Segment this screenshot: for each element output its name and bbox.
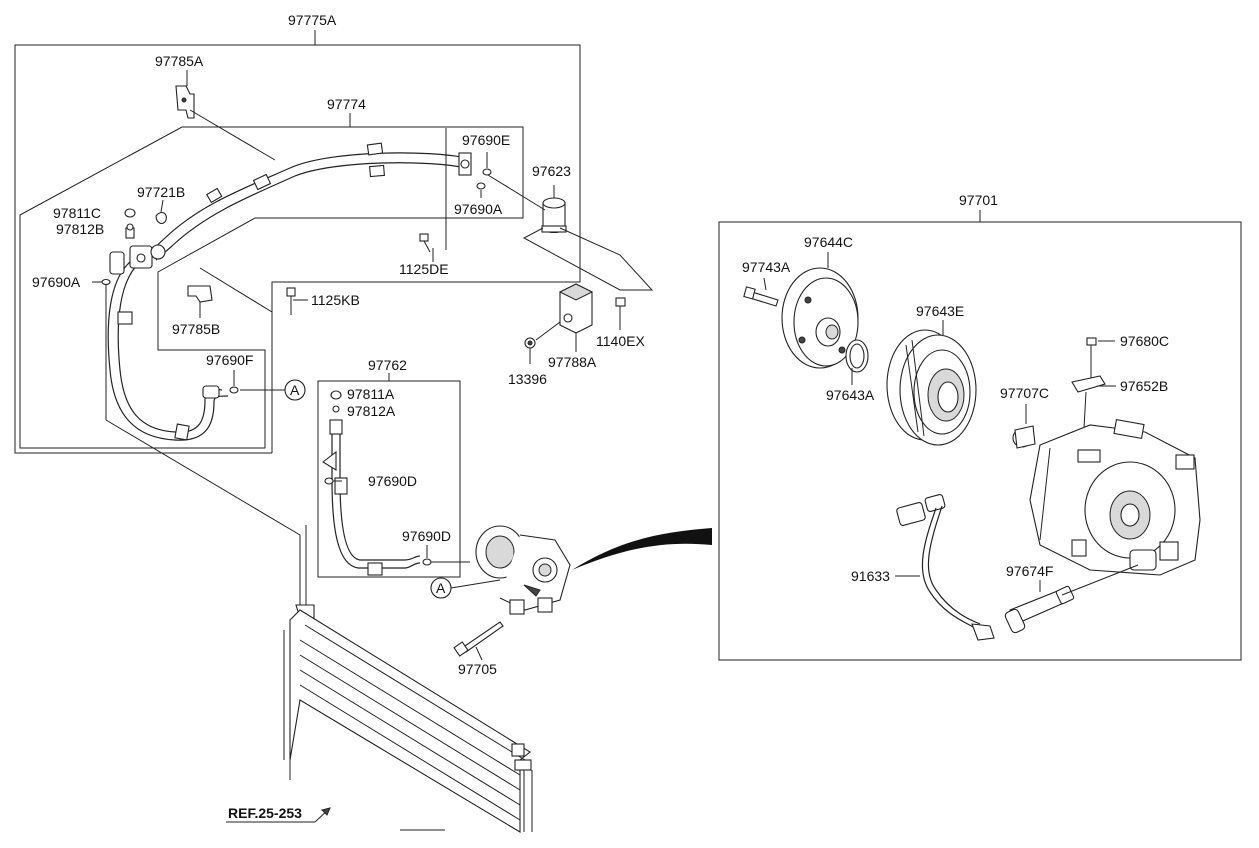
label-1140ex: 1140EX xyxy=(596,333,645,349)
condenser-fins xyxy=(299,624,526,821)
wire-harness-91633 xyxy=(895,494,995,641)
label-97690d-2: 97690D xyxy=(402,528,451,544)
label-97775a: 97775A xyxy=(288,12,337,28)
label-callout-a-upper: A xyxy=(290,382,300,398)
valve-core-97812a xyxy=(332,405,340,413)
discharge-hose-97774 xyxy=(149,142,472,261)
o-ring-97690e xyxy=(482,152,492,176)
part-labels: 97775A 97785A 97774 97690E 97623 97721B … xyxy=(32,12,1169,821)
label-97812a: 97812A xyxy=(347,403,396,419)
ref-25-253-leader xyxy=(226,807,331,823)
label-97643a: 97643A xyxy=(826,387,875,403)
pressure-switch-97623 xyxy=(487,174,654,291)
label-97788a: 97788A xyxy=(548,354,597,370)
sensor-97788a xyxy=(535,283,594,352)
bolt-97705 xyxy=(453,621,504,661)
label-97690a-left: 97690A xyxy=(32,274,81,290)
clip-97721b xyxy=(155,199,167,225)
label-97705: 97705 xyxy=(458,661,497,677)
o-ring-97690f xyxy=(229,370,285,394)
label-1125kb: 1125KB xyxy=(311,292,360,308)
callout-a-lower xyxy=(430,577,501,599)
label-97762: 97762 xyxy=(368,357,407,373)
o-ring-97690a-right xyxy=(476,182,486,198)
o-ring-97690d-2 xyxy=(422,545,470,566)
label-97812b: 97812B xyxy=(56,221,104,237)
label-97652b: 97652B xyxy=(1120,378,1168,394)
suction-hose-loop xyxy=(107,261,229,441)
label-97690a-right: 97690A xyxy=(454,201,503,217)
compressor-body xyxy=(1029,419,1201,576)
label-97690e: 97690E xyxy=(462,132,510,148)
label-97643e: 97643E xyxy=(916,303,964,319)
bracket-97785b xyxy=(187,267,273,350)
label-97774: 97774 xyxy=(327,96,366,112)
condenser xyxy=(283,525,533,833)
group-box-97701 xyxy=(718,210,1242,661)
cap-97811a xyxy=(330,390,342,400)
label-91633: 91633 xyxy=(851,568,890,584)
label-97785b: 97785B xyxy=(172,321,220,337)
group-box-97774 xyxy=(19,113,524,449)
hose-fitting-left xyxy=(109,227,166,275)
bolt-97743a xyxy=(743,277,779,307)
label-97811c: 97811C xyxy=(53,205,101,221)
sensor-97674f xyxy=(1004,564,1139,634)
compressor-small xyxy=(475,525,571,615)
group-box-97775a xyxy=(14,30,581,454)
snap-ring-97643a xyxy=(845,339,869,385)
bolt-1125kb xyxy=(286,287,308,315)
label-1125de: 1125DE xyxy=(399,261,449,277)
label-13396: 13396 xyxy=(508,371,547,387)
label-97690f: 97690F xyxy=(206,352,253,368)
cap-97811c xyxy=(124,208,136,218)
group-box-97762 xyxy=(317,373,461,578)
pulley-97643e xyxy=(886,320,977,446)
bushing-97707c xyxy=(1012,404,1036,449)
label-97701: 97701 xyxy=(959,192,998,208)
compressor-hose-97762 xyxy=(322,419,421,576)
bolt-1140ex xyxy=(615,297,626,330)
o-ring-97690d-1 xyxy=(324,477,342,485)
label-97674f: 97674F xyxy=(1006,563,1053,579)
bracket-97652b xyxy=(1071,375,1116,429)
bolt-97680c xyxy=(1086,337,1115,380)
label-97644c: 97644C xyxy=(804,234,853,250)
label-97690d-1: 97690D xyxy=(368,473,417,489)
label-97623: 97623 xyxy=(532,163,571,179)
label-97721b: 97721B xyxy=(137,184,185,200)
callout-a-upper xyxy=(284,379,306,401)
bracket-97785a xyxy=(175,70,276,161)
label-ref-25-253: REF.25-253 xyxy=(228,805,302,821)
label-97785a: 97785A xyxy=(155,53,204,69)
label-97707c: 97707C xyxy=(1000,385,1049,401)
label-97743a: 97743A xyxy=(742,259,791,275)
label-callout-a-lower: A xyxy=(436,580,446,596)
label-97680c: 97680C xyxy=(1120,333,1169,349)
valve-core-97812b xyxy=(126,223,134,231)
label-97811a: 97811A xyxy=(347,386,395,402)
detail-pointer-wedge xyxy=(572,528,712,570)
bolt-1125de xyxy=(419,128,447,262)
nut-13396 xyxy=(524,337,536,364)
clutch-disc-97644c xyxy=(781,252,859,369)
